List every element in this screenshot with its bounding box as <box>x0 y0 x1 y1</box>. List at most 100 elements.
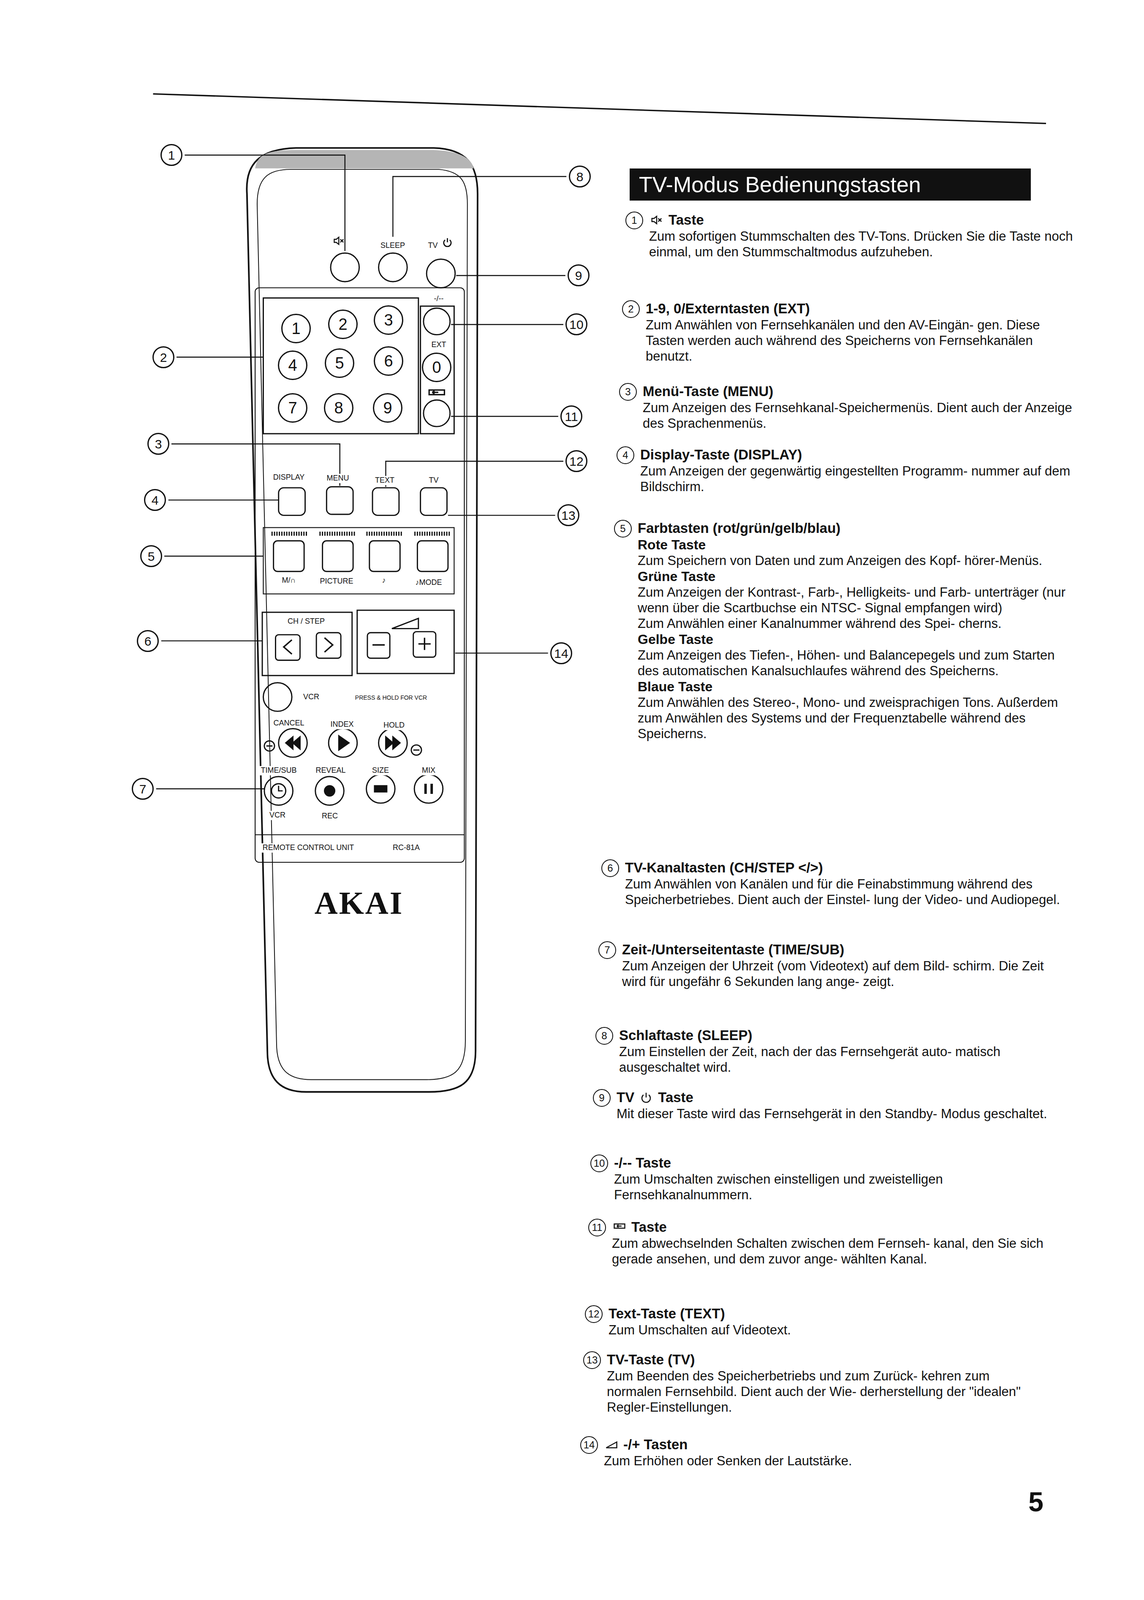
remote-drawing <box>273 540 305 572</box>
remote-drawing <box>448 514 556 516</box>
key-symbol-stroke <box>606 1442 617 1449</box>
item-text: Zum Erhöhen oder Senken der Lautstärke. <box>603 1453 1039 1469</box>
item-text: Zum Anzeigen der gegenwärtig eingestellt… <box>640 463 1076 495</box>
button-label: M/∩ <box>280 576 298 586</box>
button-label: EXT <box>429 340 448 350</box>
item-heading-row: Taste <box>611 1218 1047 1236</box>
button-label: -/-- <box>432 294 446 304</box>
top-rule <box>152 93 1047 124</box>
button-number: 0 <box>432 358 441 377</box>
button-label: SLEEP <box>379 241 407 251</box>
remote-drawing <box>378 728 408 758</box>
item-heading: Menü-Taste (MENU) <box>642 383 774 400</box>
number-button: 6 <box>373 346 404 376</box>
item-text: Zum Anwählen von Kanälen und für die Fei… <box>624 876 1060 908</box>
remote-drawing <box>324 785 335 797</box>
remote-drawing <box>385 461 563 487</box>
callout-number: 11 <box>560 405 583 428</box>
callout-number: 3 <box>147 432 170 455</box>
remote-drawing <box>156 788 265 790</box>
callout-number: 9 <box>567 264 590 287</box>
item-heading-row: Menü-Taste (MENU) <box>642 383 1078 400</box>
button-number: 2 <box>338 315 348 334</box>
item-number: 14 <box>580 1436 598 1454</box>
item-number: 10 <box>590 1154 609 1173</box>
remote-drawing <box>171 443 340 486</box>
key-symbol-stroke <box>614 1224 625 1229</box>
number-button: 9 <box>372 393 403 423</box>
heading-text: TV-Modus Bedienungstasten <box>638 171 1022 198</box>
callout-number: 5 <box>140 545 163 568</box>
callout-number: 2 <box>152 346 175 369</box>
remote-drawing <box>262 612 353 676</box>
button-label: ♪MODE <box>414 578 444 588</box>
remote-drawing <box>423 399 451 427</box>
key-symbol <box>638 1091 654 1104</box>
remote-drawing <box>176 356 264 358</box>
button-label: DISPLAY <box>271 472 307 483</box>
item-subheading: Rote Taste <box>637 536 1073 553</box>
key-symbol-stroke <box>641 1092 651 1103</box>
item-text: Zum Beenden des Speicherbetriebs und zum… <box>606 1368 1042 1416</box>
item-text: Zum Anzeigen des Fernsehkanal-Speicherme… <box>642 399 1078 432</box>
leader-lines <box>156 154 567 789</box>
item-text: Zum Speichern von Daten und zum Anzeigen… <box>637 552 1073 569</box>
number-button: 4 <box>277 350 308 381</box>
remote-drawing <box>372 487 400 516</box>
item-text: Mit dieser Taste wird das Fernsehgerät i… <box>616 1105 1052 1122</box>
key-description: 9TVTasteMit dieser Taste wird das Fernse… <box>616 1089 1052 1122</box>
remote-drawing <box>263 527 454 594</box>
item-number: 8 <box>595 1027 614 1045</box>
item-heading-row: Text-Taste (TEXT) <box>608 1305 1044 1323</box>
remote-drawing <box>369 540 400 572</box>
button-number: 4 <box>288 356 297 375</box>
number-button: 7 <box>277 393 308 423</box>
item-heading: Schlaftaste (SLEEP) <box>619 1027 753 1044</box>
ir-window <box>255 149 474 169</box>
item-text: Zum abwechselnden Schalten zwischen dem … <box>611 1235 1047 1267</box>
remote-drawing <box>372 637 431 650</box>
button-label: REMOTE CONTROL UNIT <box>261 843 356 853</box>
item-heading: Text-Taste (TEXT) <box>608 1305 726 1323</box>
remote-drawing <box>378 252 408 282</box>
remote-drawing <box>429 390 445 395</box>
remote-drawing <box>420 487 448 516</box>
callout-number: 12 <box>565 450 588 473</box>
item-heading-row: Display-Taste (DISPLAY) <box>640 446 1076 464</box>
remote-drawing <box>271 783 286 799</box>
item-number: 7 <box>598 941 617 960</box>
item-text: Zum sofortigen Stummschalten des TV-Tons… <box>649 228 1085 260</box>
item-heading-row: TV-Taste (TV) <box>606 1351 1042 1369</box>
button-label: TV <box>427 475 440 486</box>
remote-drawing <box>366 531 404 536</box>
remote-drawing <box>417 540 448 572</box>
callout-number: 13 <box>557 504 580 527</box>
button-label: TV <box>426 241 439 251</box>
remote-drawing <box>426 259 456 289</box>
button-label: MENU <box>325 473 351 484</box>
remote-drawing <box>414 774 443 804</box>
item-text: Zum Einstellen der Zeit, nach der das Fe… <box>619 1043 1055 1076</box>
button-label: MIX <box>420 766 437 776</box>
button-number: 9 <box>383 399 392 418</box>
item-heading: TV-Taste (TV) <box>606 1351 695 1369</box>
remote-drawing <box>278 785 283 791</box>
button-label: VCR <box>301 692 321 702</box>
button-label: RC-81A <box>391 843 422 853</box>
item-heading: -/-- Taste <box>614 1154 672 1172</box>
volume-symbol <box>391 618 419 629</box>
remote-drawing <box>357 610 455 674</box>
item-heading: Display-Taste (DISPLAY) <box>640 446 802 464</box>
number-button: 0 <box>421 352 452 383</box>
item-text: Zum Anwählen von Fernsehkanälen und den … <box>645 317 1081 365</box>
remote-drawing <box>425 783 432 794</box>
item-number: 4 <box>616 446 635 465</box>
key-description: 11TasteZum abwechselnden Schalten zwisch… <box>611 1218 1047 1267</box>
remote-drawing <box>451 415 559 417</box>
remote-drawing <box>285 736 301 750</box>
remote-drawing <box>315 776 345 806</box>
key-description: 6TV-Kanaltasten (CH/STEP </>)Zum Anwähle… <box>624 859 1060 908</box>
item-heading-row: TV-Kanaltasten (CH/STEP </>) <box>624 859 1060 877</box>
button-label: CH / STEP <box>286 616 327 627</box>
item-number: 2 <box>622 300 640 318</box>
